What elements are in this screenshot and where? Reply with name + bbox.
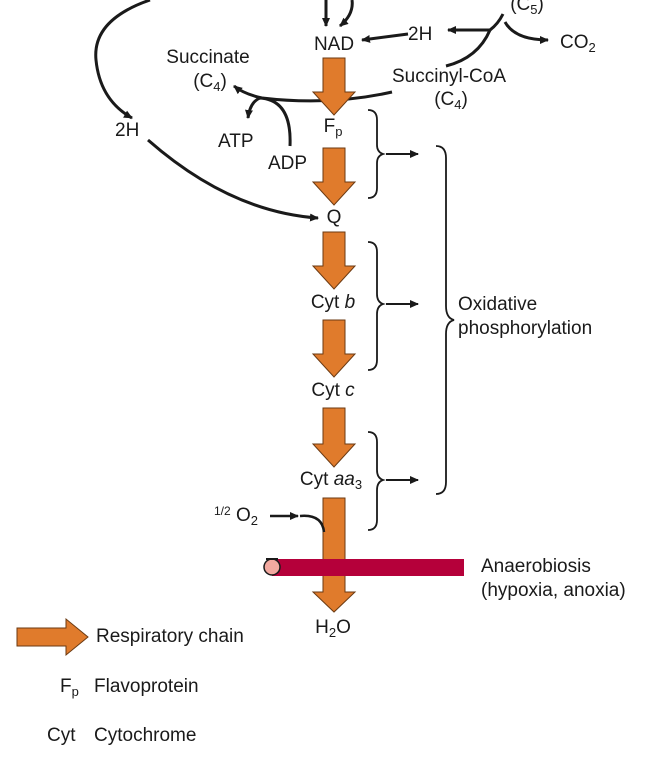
2h-to-nad-arrow — [361, 32, 409, 43]
succinyl-to-succinate-arrow — [233, 84, 393, 103]
brace-cytaa3 — [367, 431, 386, 531]
chain-arrow-cytb-cytc — [311, 319, 357, 378]
2h-to-q-arrow — [147, 138, 319, 222]
succinyl-c4-label: (C4) — [434, 89, 468, 112]
oxidative-label-line2: phosphorylation — [458, 318, 593, 339]
legend-chain-arrow — [16, 617, 89, 657]
half-o2-label: 1/2 O2 — [214, 504, 258, 528]
c5-label: (C5) — [510, 0, 544, 17]
chain-arrow-q-cytb — [311, 231, 357, 290]
anaerobiosis-label-line1: Anaerobiosis — [481, 556, 591, 577]
atp-label: ATP — [218, 131, 254, 152]
c5-to-succinyl-coa-line — [445, 29, 492, 68]
chain-arrow-fp-q — [311, 147, 357, 206]
succinate-loop-arrow — [94, 0, 151, 120]
q-label: Q — [326, 207, 342, 228]
anaerobiosis-knob — [263, 558, 281, 576]
anaerobiosis-label-line2: (hypoxia, anoxia) — [481, 580, 626, 601]
incoming-arrow-2 — [339, 0, 354, 28]
legend-cyt-symbol: Cyt — [47, 725, 76, 746]
succinate-label: Succinate — [166, 47, 250, 68]
succinyl-coa-label: Succinyl-CoA — [391, 66, 507, 87]
fp-label: Fp — [323, 116, 343, 139]
legend-respiratory-chain: Respiratory chain — [96, 626, 244, 647]
co2-label: CO2 — [560, 32, 596, 55]
o2-join-curve — [299, 514, 326, 533]
chain-arrow-cytc-cytaa3 — [311, 407, 357, 468]
c5-branch — [489, 13, 505, 32]
brace-oxidative — [435, 145, 455, 495]
nad-label: NAD — [313, 34, 355, 55]
legend-cyt-desc: Cytochrome — [94, 725, 197, 746]
brace-fp — [367, 109, 386, 199]
chain-arrow-nad-fp — [311, 57, 357, 116]
legend-fp-symbol: Fp — [60, 676, 79, 699]
legend-fp-desc: Flavoprotein — [94, 676, 199, 697]
cyt-c-label: Cyt c — [311, 380, 355, 401]
c5-to-co2-arrow — [503, 21, 549, 44]
adp-to-atp-arrow — [245, 96, 292, 147]
cyt-aa3-label: Cyt aa3 — [299, 469, 363, 492]
cyt-b-label: Cyt b — [310, 292, 356, 313]
brace-cytb — [367, 241, 386, 371]
adp-label: ADP — [268, 153, 308, 174]
succinate-c4-label: (C4) — [193, 71, 227, 94]
h2o-label: H2O — [315, 617, 351, 640]
2h-left-label: 2H — [115, 120, 140, 141]
oxidative-label-line1: Oxidative — [458, 294, 538, 315]
2h-top-label: 2H — [408, 24, 433, 45]
chain-arrow-cytaa3-h2o — [311, 497, 357, 613]
anaerobiosis-bar — [272, 559, 464, 576]
